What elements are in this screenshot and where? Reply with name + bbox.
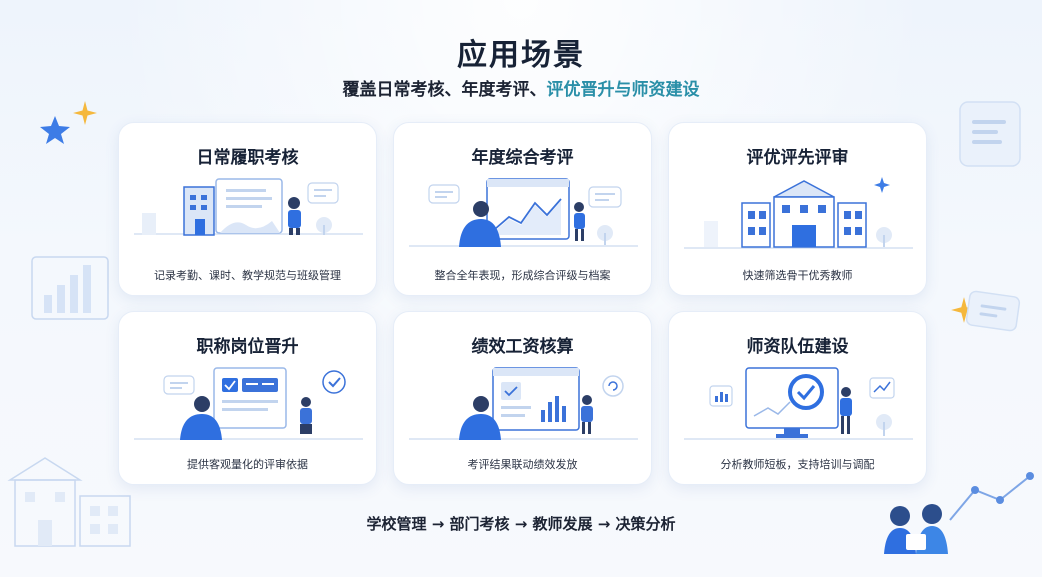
- chat-bubble-deco-icon: [966, 290, 1021, 332]
- presentation-chart-illustration: [409, 178, 638, 247]
- card-annual-review[interactable]: 年度综合考评 整合全年表现，形成综合评级与档案: [393, 122, 652, 296]
- card-title-promotion[interactable]: 职称岗位晋升 提供客观量化的评审依据: [118, 311, 377, 485]
- card-title: 职称岗位晋升: [196, 337, 299, 357]
- monitor-check-illustration: [684, 367, 913, 440]
- subtitle-highlight: 评优晋升与师资建设: [546, 80, 700, 100]
- card-description: 整合全年表现，形成综合评级与档案: [434, 269, 611, 282]
- card-title: 日常履职考核: [196, 148, 299, 168]
- star-blue-icon: [40, 116, 70, 144]
- card-title: 评优评先评审: [746, 148, 849, 168]
- card-title: 师资队伍建设: [746, 337, 849, 357]
- document-building-person-illustration: [134, 178, 363, 236]
- card-performance-pay[interactable]: 绩效工资核算 考评结果联动绩效发放: [393, 311, 652, 485]
- page-title: 应用场景: [457, 38, 585, 73]
- card-title: 年度综合考评: [471, 148, 574, 168]
- people-trend-icon: [884, 472, 1034, 554]
- card-faculty-development[interactable]: 师资队伍建设 分析教师短板，支持培训与调配: [668, 311, 927, 485]
- card-title: 绩效工资核算: [471, 337, 574, 357]
- card-description: 考评结果联动绩效发放: [467, 458, 578, 471]
- page-subtitle: 覆盖日常考核、年度考评、评优晋升与师资建设: [0, 75, 1042, 100]
- card-description: 分析教师短板，支持培训与调配: [720, 458, 875, 471]
- workflow-footer: 学校管理 → 部门考核 → 教师发展 → 决策分析: [366, 515, 676, 533]
- card-description: 记录考勤、课时、教学规范与班级管理: [154, 269, 341, 282]
- subtitle-part1: 覆盖日常考核、年度考评、: [342, 80, 547, 100]
- card-excellence-review[interactable]: 评优评先评审 快速筛选骨干优秀教师: [668, 122, 927, 296]
- sparkle-yellow-right-icon: [951, 297, 977, 323]
- school-building-illustration: [684, 177, 913, 249]
- sparkle-yellow-icon: [73, 101, 97, 125]
- school-building-deco-icon: [7, 457, 131, 547]
- card-description: 快速筛选骨干优秀教师: [742, 269, 853, 282]
- card-description: 提供客观量化的评审依据: [187, 458, 308, 471]
- bar-chart-board-illustration: [409, 367, 638, 440]
- card-daily-duty[interactable]: 日常履职考核 记录考勤、课时、教学规范与班级管理: [118, 122, 377, 296]
- bar-chart-deco-icon: [31, 256, 109, 320]
- review-board-illustration: [134, 367, 363, 440]
- document-deco-icon: [959, 101, 1021, 167]
